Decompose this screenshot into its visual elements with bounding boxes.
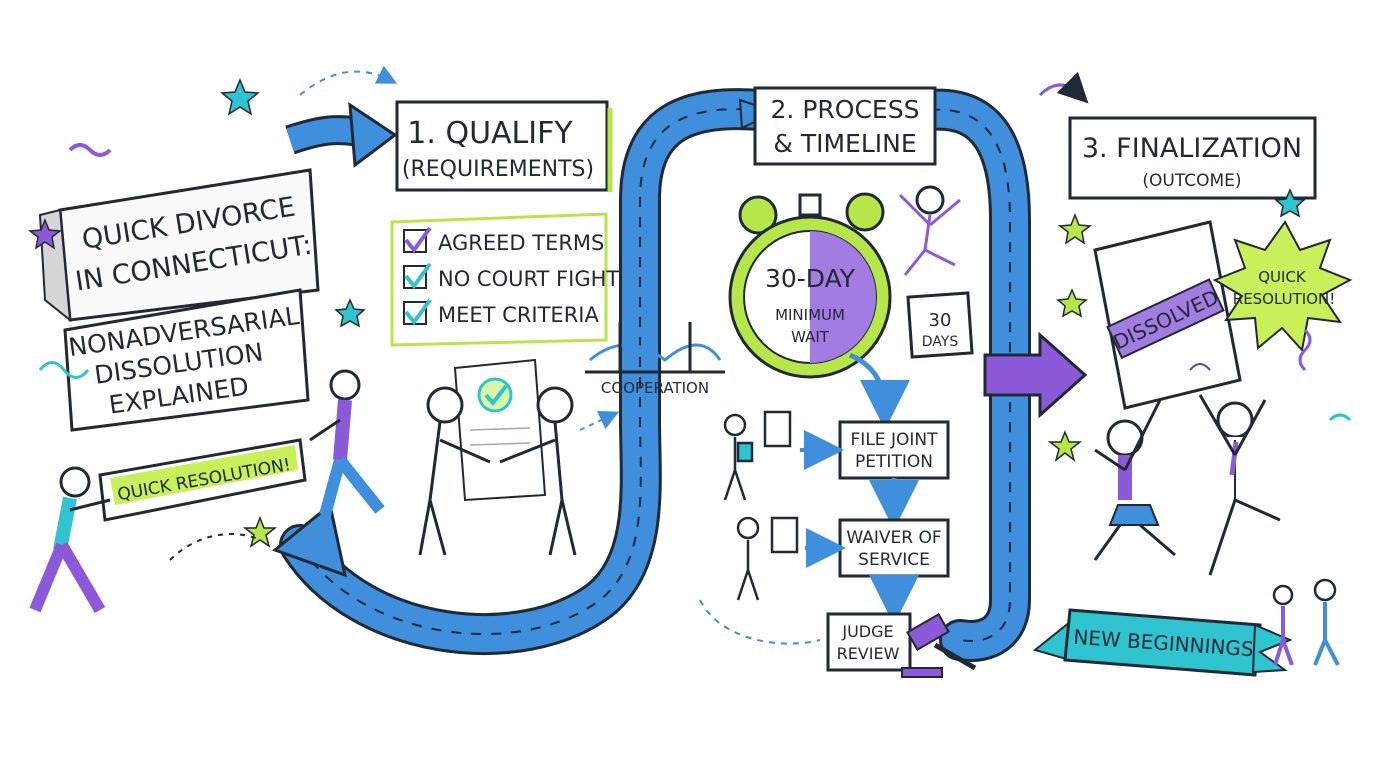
checklist-item: NO COURT FIGHT: [403, 262, 619, 291]
step1-subtitle: (REQUIREMENTS): [402, 157, 594, 182]
step2-header: 2. PROCESS & TIMELINE: [753, 86, 937, 166]
checklist-label: NO COURT FIGHT: [438, 267, 619, 291]
process-step-line1: FILE JOINT: [851, 430, 939, 450]
celebrating-couple: [1093, 394, 1281, 576]
burst-line2: RESOLUTION!: [1233, 290, 1335, 308]
checklist-item: AGREED TERMS: [403, 226, 604, 255]
bridge-icon: COOPERATION: [585, 322, 725, 397]
checklist-label: MEET CRITERIA: [438, 303, 599, 327]
calendar-days: DAYS: [922, 334, 959, 350]
process-step-line2: REVIEW: [837, 644, 900, 663]
star-icon: [334, 298, 366, 328]
step1-header: 1. QUALIFY (REQUIREMENTS): [395, 100, 613, 192]
checkmark-icon: [404, 262, 432, 290]
purple-arrow-to-finalization: [983, 331, 1088, 419]
person-with-document: [723, 410, 844, 501]
checkmark-icon: [404, 298, 432, 326]
jumping-person: [898, 185, 961, 276]
new-beginnings-ribbon: NEW BEGINNINGS: [1032, 608, 1293, 677]
title-banner: QUICK DIVORCE IN CONNECTICUT: NONADVERSA…: [38, 168, 320, 522]
star-icon: [1047, 429, 1083, 462]
road-arrow-to-qualify: [285, 102, 398, 168]
process-step-line1: JUDGE: [841, 622, 893, 641]
person-with-document: [736, 516, 846, 601]
calendar-icon: 30 DAYS: [906, 291, 974, 359]
step3-title: 3. FINALIZATION: [1082, 133, 1302, 164]
banner-carrier-left-person: [29, 466, 111, 614]
document-icon: DISSOLVED: [1093, 220, 1242, 410]
step1-checklist: AGREED TERMS NO COURT FIGHT MEET CRITERI…: [390, 212, 619, 347]
step2-title-line2: & TIMELINE: [773, 129, 916, 158]
step3-header: 3. FINALIZATION (OUTCOME): [1068, 116, 1317, 200]
main-winding-road: [271, 88, 1031, 662]
timer-small-label1: MINIMUM: [775, 306, 845, 324]
timer-big-label: 30-DAY: [765, 264, 856, 293]
timer-small-label2: WAIT: [791, 328, 830, 346]
star-icon: [1056, 288, 1088, 318]
step2-title-line1: 2. PROCESS: [771, 95, 920, 124]
process-step-judge-review: JUDGE REVIEW: [826, 612, 912, 672]
gavel-icon: [901, 612, 977, 678]
star-icon: [27, 217, 63, 250]
process-step-waiver: WAIVER OF SERVICE: [838, 518, 950, 578]
star-icon: [242, 515, 278, 548]
checkmark-icon: [404, 226, 432, 254]
process-step-line2: PETITION: [855, 452, 933, 472]
calendar-number: 30: [929, 310, 952, 331]
process-step-line1: WAIVER OF: [846, 528, 941, 548]
process-step-line2: SERVICE: [858, 550, 930, 570]
decorations: [27, 65, 1352, 645]
step1-title: 1. QUALIFY: [407, 116, 573, 151]
bridge-label: COOPERATION: [601, 379, 709, 397]
walking-family: [1272, 578, 1340, 666]
star-icon: [220, 78, 260, 116]
star-icon: [1057, 212, 1093, 245]
handshake-icon: [418, 358, 577, 556]
checklist-label: AGREED TERMS: [438, 231, 604, 255]
banner-carrier-right-person: [309, 369, 385, 517]
quick-resolution-burst: QUICK RESOLUTION!: [1212, 220, 1353, 353]
star-icon: [1274, 188, 1306, 218]
checklist-item: MEET CRITERIA: [403, 298, 599, 327]
burst-line1: QUICK: [1258, 268, 1307, 286]
stopwatch-icon: 30-DAY MINIMUM WAIT: [728, 192, 892, 379]
step3-subtitle: (OUTCOME): [1142, 171, 1241, 191]
process-step-file-petition: FILE JOINT PETITION: [838, 420, 950, 480]
